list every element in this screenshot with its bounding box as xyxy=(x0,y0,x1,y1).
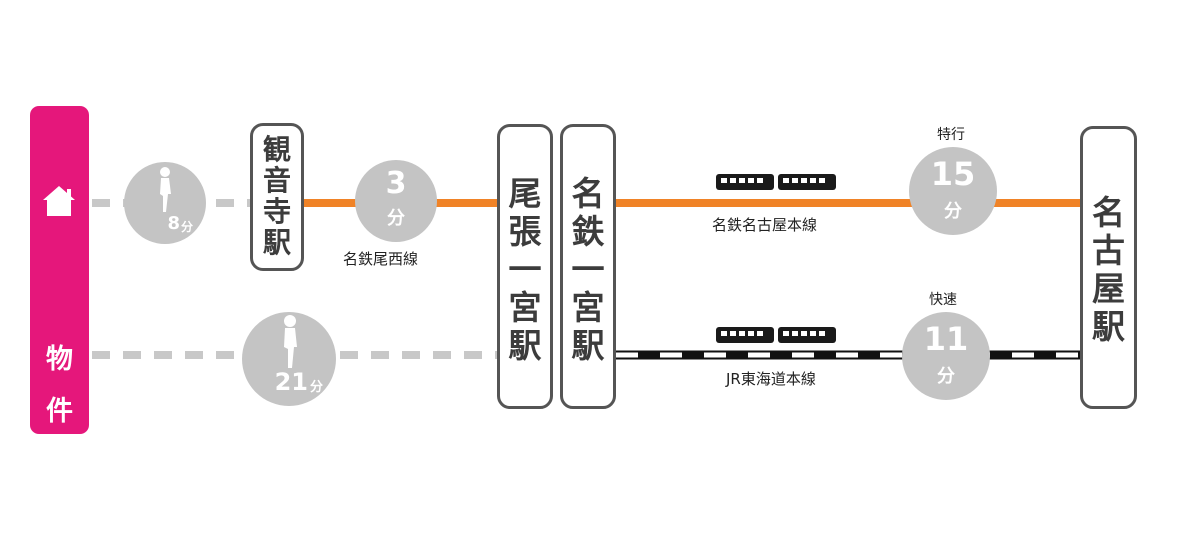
station-meitetsu-ichinomiya: 名 鉄 一 宮 駅 xyxy=(560,124,616,409)
walk-lower-minutes: 21 xyxy=(274,368,308,396)
bisai-line-name: 名鉄尾西線 xyxy=(343,250,419,268)
station-owari-ichinomiya-name: 尾 張 一 宮 駅 xyxy=(508,174,542,365)
walk-upper-unit: 分 xyxy=(181,220,194,234)
ride-jr-minutes: 11 xyxy=(923,320,969,358)
property-badge: 物 件 xyxy=(30,106,89,434)
station-kannonji: 観 音 寺 駅 xyxy=(250,123,304,271)
ride-circle-jr: 11 分 xyxy=(902,312,990,400)
train-icon xyxy=(716,327,836,343)
house-icon xyxy=(43,186,75,216)
ride-bisai-unit: 分 xyxy=(387,208,405,229)
meitetsu-line-name: 名鉄名古屋本線 xyxy=(712,216,818,234)
jr-line-name: JR東海道本線 xyxy=(726,370,816,388)
train-icon xyxy=(716,174,836,190)
walk-circle-lower: 21 分 xyxy=(242,312,336,406)
jr-service-type: 快速 xyxy=(929,292,957,308)
walk-circle-upper: 8 分 xyxy=(124,162,206,244)
meitetsu-service-type: 特行 xyxy=(937,127,965,143)
station-owari-ichinomiya: 尾 張 一 宮 駅 xyxy=(497,124,553,409)
walk-lower-unit: 分 xyxy=(310,380,324,395)
walking-person-icon xyxy=(160,167,171,212)
ride-jr-unit: 分 xyxy=(937,366,955,387)
station-nagoya-name: 名 古 屋 駅 xyxy=(1092,193,1125,346)
walk-upper-minutes: 8 xyxy=(167,213,180,234)
ride-circle-meitetsu: 15 分 xyxy=(909,147,997,235)
property-label-1: 物 xyxy=(46,344,73,375)
property-label-2: 件 xyxy=(46,396,73,427)
ride-bisai-minutes: 3 xyxy=(385,166,407,201)
ride-circle-bisai: 3 分 xyxy=(355,160,437,242)
walking-person-icon xyxy=(284,315,297,368)
ride-meitetsu-minutes: 15 xyxy=(930,155,976,193)
station-meitetsu-ichinomiya-name: 名 鉄 一 宮 駅 xyxy=(571,174,605,365)
station-kannonji-name: 観 音 寺 駅 xyxy=(262,133,291,259)
station-nagoya: 名 古 屋 駅 xyxy=(1080,126,1137,409)
ride-meitetsu-unit: 分 xyxy=(944,201,962,222)
